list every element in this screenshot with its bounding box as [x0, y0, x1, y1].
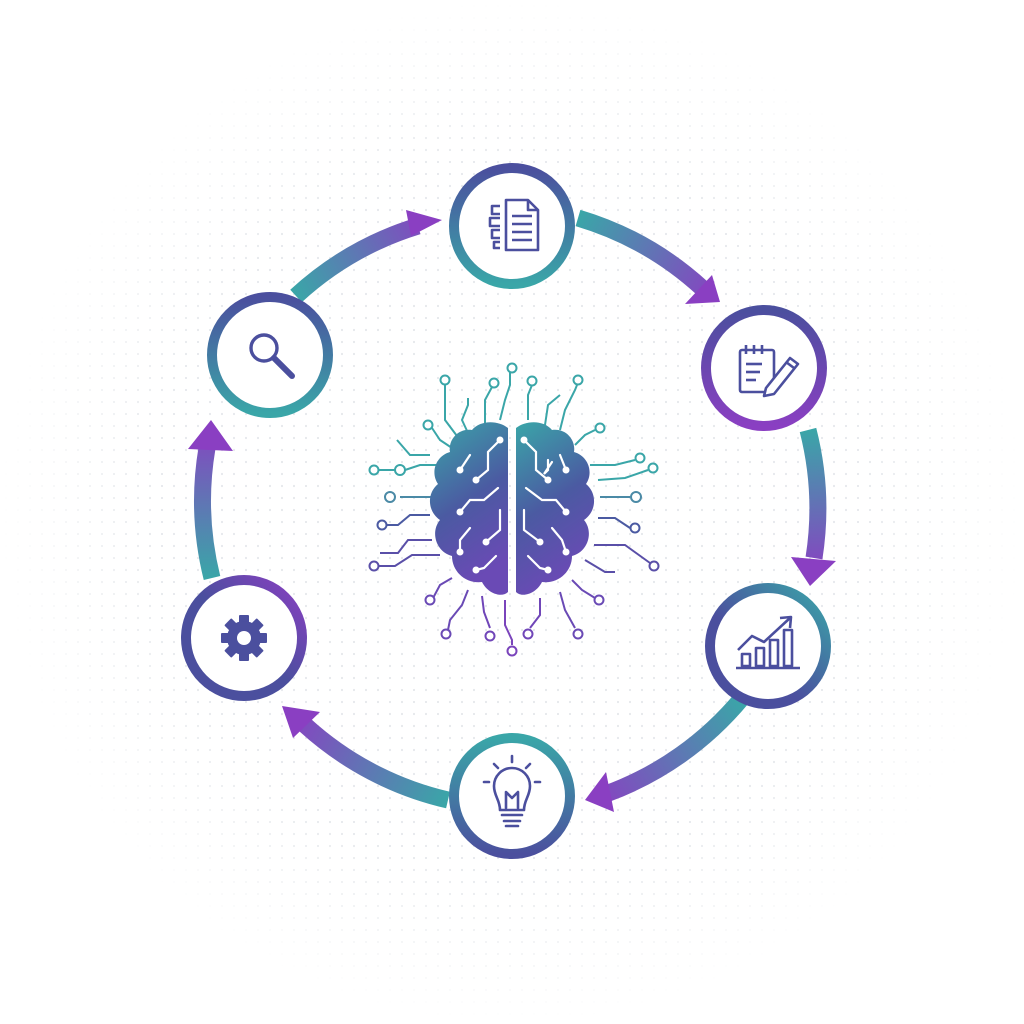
lightbulb-icon	[482, 754, 542, 828]
node-ring	[705, 583, 831, 709]
node-analytics	[705, 583, 831, 709]
node-ring	[207, 292, 333, 418]
brain-circuit-icon	[429, 422, 595, 595]
node-idea	[449, 733, 575, 859]
notepad-pencil-icon	[738, 345, 800, 398]
cycle-arrows	[188, 209, 836, 812]
node-ring	[701, 305, 827, 431]
gear-icon	[221, 615, 267, 661]
bar-chart-trend-icon	[736, 615, 800, 670]
arrow-search-to-documents	[290, 210, 442, 303]
arrow-chart-to-lightbulb	[585, 692, 749, 812]
arrow-notes-to-chart	[791, 427, 836, 586]
arrow-lightbulb-to-gear	[282, 706, 450, 809]
brain-circuit-lines	[368, 362, 660, 657]
node-ring	[449, 733, 575, 859]
arrow-documents-to-notes	[575, 209, 720, 304]
center-brain-group	[368, 362, 660, 657]
node-notes	[701, 305, 827, 431]
document-stack-icon	[488, 198, 540, 252]
magnifier-icon	[249, 333, 295, 379]
node-documents	[449, 163, 575, 289]
arrow-gear-to-search	[188, 420, 233, 581]
node-research	[207, 292, 333, 418]
node-process	[181, 575, 307, 701]
node-ring	[449, 163, 575, 289]
